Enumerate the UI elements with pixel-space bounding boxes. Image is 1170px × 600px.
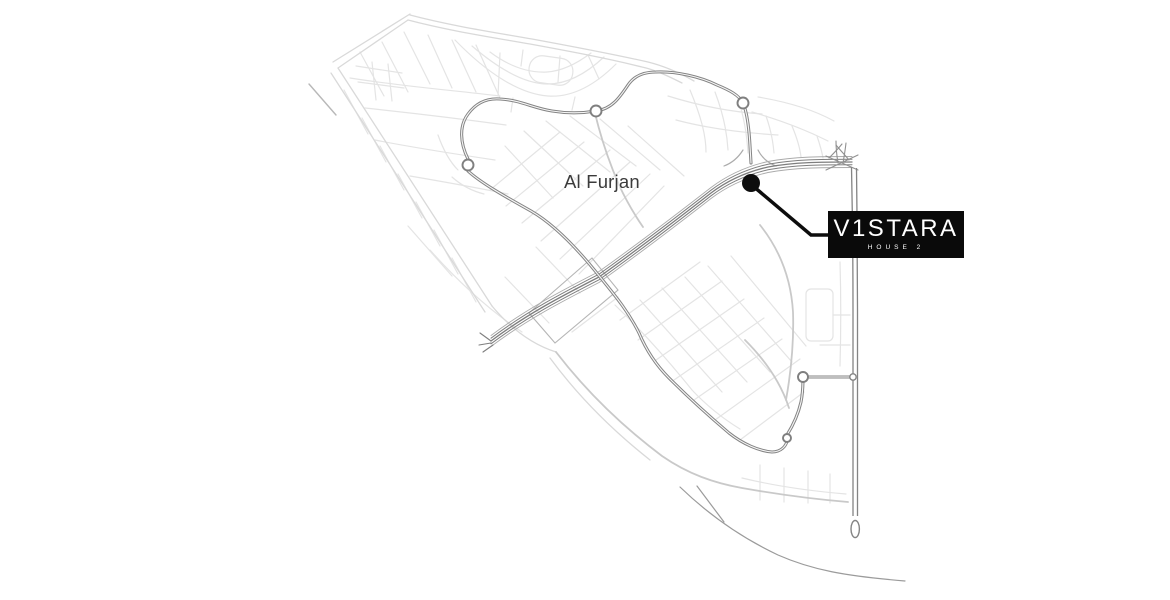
highway-corridor bbox=[528, 257, 619, 344]
location-marker-dot[interactable] bbox=[742, 174, 760, 192]
roundabout bbox=[461, 158, 475, 172]
roundabout bbox=[589, 104, 603, 118]
secondary-roads bbox=[555, 116, 849, 503]
roundabout bbox=[782, 433, 792, 443]
interchange-detail bbox=[825, 140, 859, 171]
roundabouts bbox=[461, 96, 809, 443]
roundabout bbox=[736, 96, 750, 110]
project-badge: V1STARA HOUSE 2 bbox=[828, 211, 964, 258]
bottom-boundary-lines bbox=[679, 485, 906, 582]
highway bbox=[478, 140, 859, 353]
project-badge-title: V1STARA bbox=[833, 214, 959, 243]
minor-streets bbox=[343, 31, 851, 504]
project-badge-subtitle: HOUSE 2 bbox=[867, 244, 925, 252]
roundabout bbox=[797, 371, 809, 383]
map-label-al-furjan: Al Furjan bbox=[564, 171, 640, 192]
location-marker[interactable] bbox=[742, 174, 830, 237]
marker-leader-line bbox=[751, 184, 830, 237]
